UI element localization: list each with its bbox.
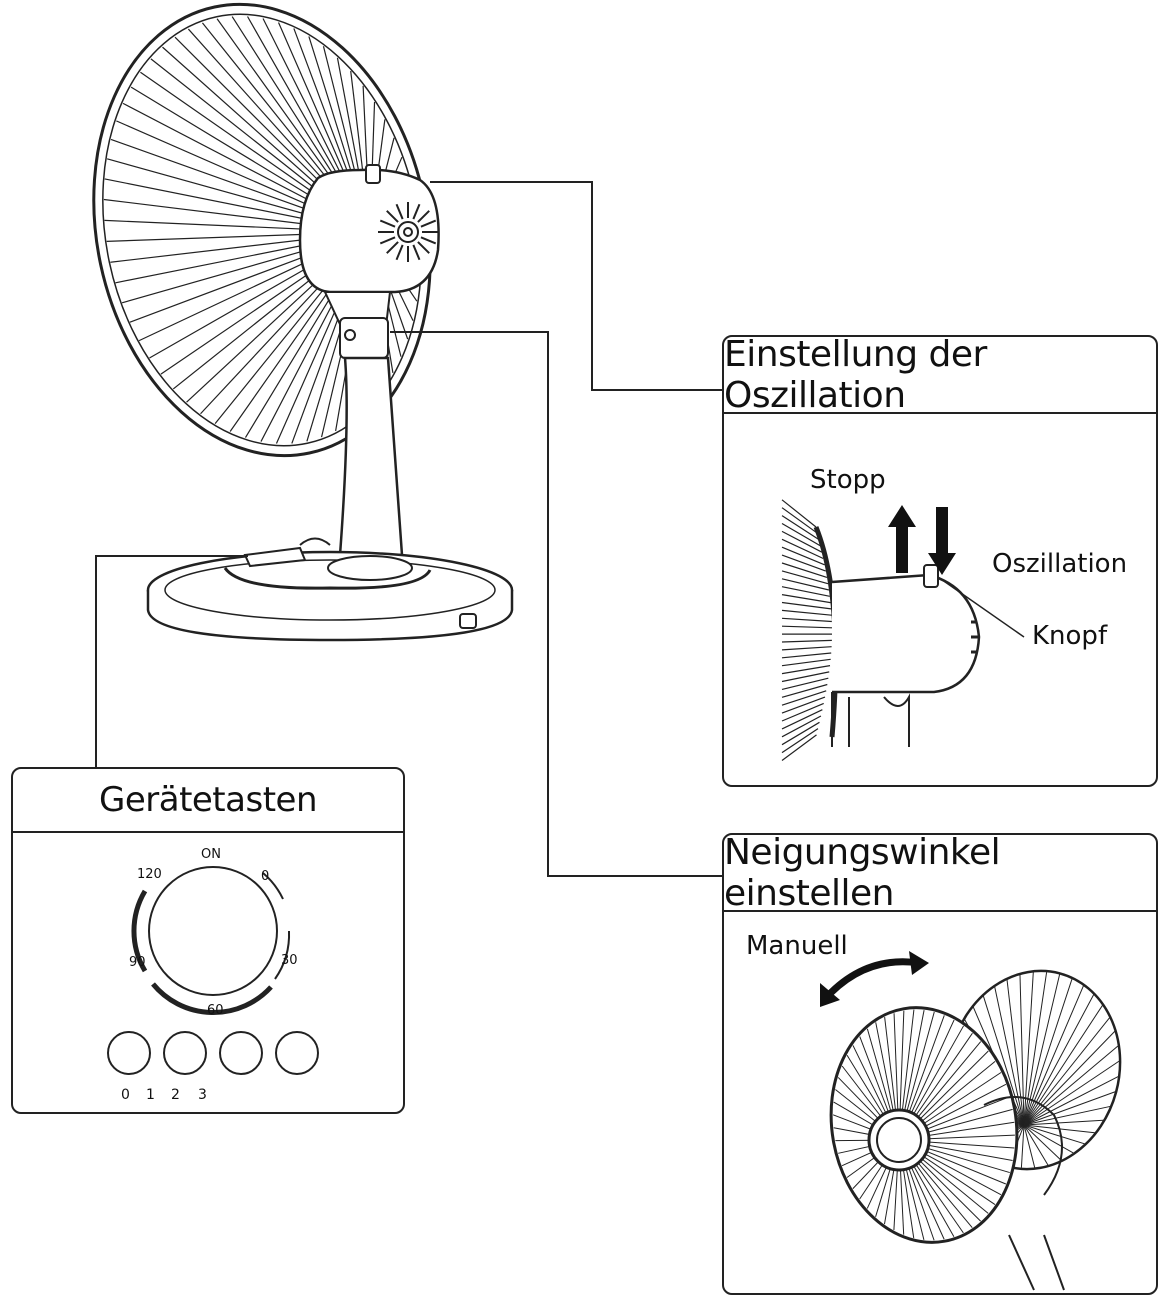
speed-label-0: 0	[121, 1087, 130, 1103]
timer-dial-drawing	[131, 866, 291, 1016]
timer-arc-90-120	[131, 889, 148, 973]
speed-label-3: 3	[198, 1087, 207, 1103]
oscillation-panel-title: Einstellung der Oszillation	[724, 337, 1156, 416]
desk-fan-illustration	[92, 2, 514, 642]
timer-label-on: ON	[201, 847, 221, 862]
speed-button-3[interactable]	[275, 1031, 319, 1075]
speed-label-2: 2	[171, 1087, 180, 1103]
timer-arc-0-30	[262, 872, 284, 900]
stop-label: Stopp	[810, 465, 886, 495]
timer-label-0: 0	[261, 869, 270, 884]
tilt-detail-drawing	[820, 951, 1122, 1291]
up-arrow-icon	[888, 505, 916, 573]
oscillation-label: Oszillation	[992, 549, 1128, 579]
timer-label-120: 120	[137, 867, 162, 882]
tilt-panel: Neigungswinkel einstellen Manuell	[722, 833, 1158, 1295]
oscillation-detail-drawing	[781, 499, 1025, 761]
knob-label: Knopf	[1032, 621, 1108, 651]
speed-label-1: 1	[146, 1087, 155, 1103]
controls-panel-title: Gerätetasten	[13, 769, 403, 833]
tilt-panel-title: Neigungswinkel einstellen	[724, 835, 1156, 914]
oscillation-panel: Einstellung der Oszillation Stopp Oszill…	[722, 335, 1158, 787]
timer-arc-30-60	[274, 930, 291, 980]
speed-button-0[interactable]	[107, 1031, 151, 1075]
timer-label-90: 90	[129, 955, 146, 970]
curved-double-arrow-icon	[820, 951, 929, 1007]
timer-arc-60-90	[151, 982, 273, 1016]
timer-dial	[148, 866, 278, 996]
controls-panel: Gerätetasten ON 0 30 60 90 120 0 1 2 3	[11, 767, 405, 1114]
timer-label-30: 30	[281, 953, 298, 968]
timer-label-60: 60	[207, 1003, 224, 1018]
speed-button-2[interactable]	[219, 1031, 263, 1075]
down-arrow-icon	[928, 507, 956, 575]
leader-lines	[95, 181, 722, 877]
speed-button-1[interactable]	[163, 1031, 207, 1075]
manual-label: Manuell	[746, 931, 848, 961]
